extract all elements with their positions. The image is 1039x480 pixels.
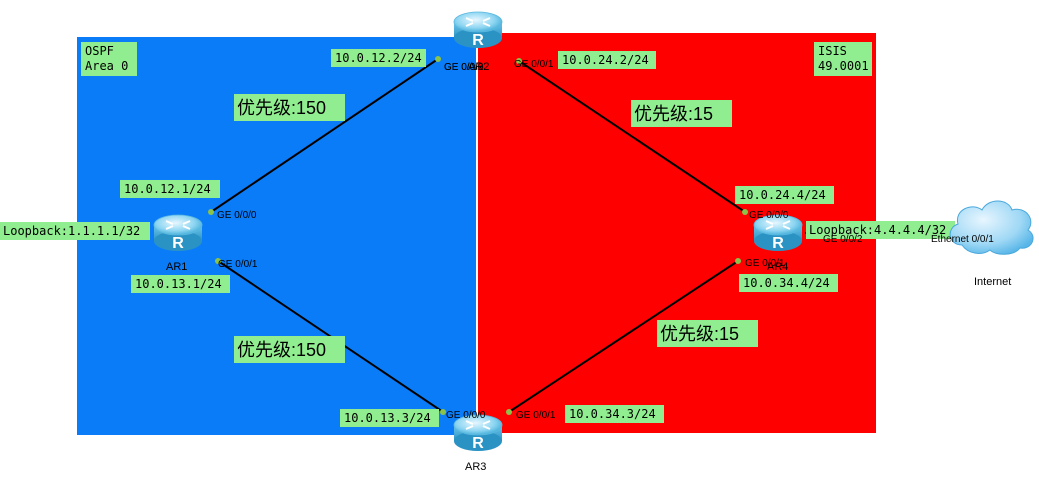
port-label-cloud-eth: Ethernet 0/0/1 xyxy=(931,234,994,245)
svg-text:10.0.13.1/24: 10.0.13.1/24 xyxy=(135,277,222,291)
port-dot-ar4-g1 xyxy=(735,258,741,264)
ip-label-ar1-12: 10.0.12.1/24 xyxy=(120,180,220,198)
port-label-ar3-g1: GE 0/0/1 xyxy=(516,410,556,421)
port-dot-ar3-g1 xyxy=(506,409,512,415)
port-dot-ar4-g0 xyxy=(742,209,748,215)
svg-text:10.0.12.2/24: 10.0.12.2/24 xyxy=(335,51,422,65)
svg-text:ISIS: ISIS xyxy=(818,44,847,58)
router-ar1[interactable]: R xyxy=(153,214,203,252)
port-dot-ar3-g0 xyxy=(440,409,446,415)
port-label-ar4-g2: GE 0/0/2 xyxy=(823,234,863,245)
port-label-ar1-g1: GE 0/0/1 xyxy=(218,259,258,270)
svg-text:优先级:150: 优先级:150 xyxy=(237,340,326,360)
port-label-ar2-g1: GE 0/0/1 xyxy=(514,59,554,70)
port-label-ar2-g0: GE 0/0/0 xyxy=(444,62,484,73)
svg-text:10.0.34.3/24: 10.0.34.3/24 xyxy=(569,407,656,421)
svg-text:10.0.13.3/24: 10.0.13.3/24 xyxy=(344,411,431,425)
port-label-ar2-g2: GE 0/0/2 xyxy=(444,62,484,73)
svg-text:10.0.34.4/24: 10.0.34.4/24 xyxy=(743,276,830,290)
port-label-ar4-g1: GE 0/0/1 xyxy=(745,258,785,269)
port-dot-ar1-g1 xyxy=(215,258,221,264)
router-ar3-name: AR3 xyxy=(465,461,486,473)
port-label-ar3-g0: GE 0/0/0 xyxy=(446,410,486,421)
svg-text:Area 0: Area 0 xyxy=(85,59,128,73)
link-ar3-ar4[interactable] xyxy=(508,260,739,413)
router-ar2[interactable]: R xyxy=(453,11,503,49)
router-arrows-icon xyxy=(465,17,491,27)
router-arrows-icon xyxy=(765,220,791,230)
internet-cloud-icon[interactable] xyxy=(949,200,1034,255)
ip-label-ar1-lo: Loopback:1.1.1.1/32 xyxy=(0,222,150,240)
router-ar4-name: AR4 xyxy=(767,261,788,273)
router-arrows-icon xyxy=(465,420,491,430)
link-ar1-ar2[interactable] xyxy=(210,58,439,213)
ospf-area-label: OSPF Area 0 xyxy=(81,42,137,76)
ip-label-ar3-13: 10.0.13.3/24 xyxy=(340,409,439,427)
router-arrows-icon xyxy=(165,220,191,230)
router-ar3-letter: R xyxy=(472,435,484,452)
router-ar1-letter: R xyxy=(172,235,184,252)
svg-text:优先级:15: 优先级:15 xyxy=(634,104,713,124)
port-label-ar4-g0: GE 0/0/0 xyxy=(749,210,789,221)
port-dot-ar1-g0 xyxy=(208,209,214,215)
router-ar4-letter: R xyxy=(772,235,784,252)
router-ar4[interactable]: R xyxy=(753,214,803,252)
router-ar2-name: AR2 xyxy=(468,61,489,73)
internet-name: Internet xyxy=(974,276,1011,288)
router-ar3[interactable]: R xyxy=(453,414,503,452)
ip-label-ar4-24: 10.0.24.4/24 xyxy=(735,186,834,204)
svg-text:优先级:150: 优先级:150 xyxy=(237,98,326,118)
svg-text:Loopback:1.1.1.1/32: Loopback:1.1.1.1/32 xyxy=(3,224,140,238)
ip-label-ar4-34: 10.0.34.4/24 xyxy=(739,274,838,292)
svg-text:10.0.24.2/24: 10.0.24.2/24 xyxy=(562,53,649,67)
priority-label-ar3-ar4: 优先级:15 xyxy=(657,320,758,347)
priority-label-ar1-ar2: 优先级:150 xyxy=(234,94,345,121)
svg-text:Loopback:4.4.4.4/32: Loopback:4.4.4.4/32 xyxy=(809,223,946,237)
svg-text:10.0.12.1/24: 10.0.12.1/24 xyxy=(124,182,211,196)
ip-label-ar3-34: 10.0.34.3/24 xyxy=(565,405,664,423)
router-ar1-name: AR1 xyxy=(166,261,187,273)
router-ar2-letter: R xyxy=(472,32,484,49)
priority-label-ar1-ar3: 优先级:150 xyxy=(234,336,345,363)
ip-label-ar2-24: 10.0.24.2/24 xyxy=(558,51,656,69)
svg-text:优先级:15: 优先级:15 xyxy=(660,324,739,344)
priority-label-ar2-ar4: 优先级:15 xyxy=(631,100,732,127)
port-dot-ar2-g2 xyxy=(435,56,441,62)
ip-label-ar4-lo: Loopback:4.4.4.4/32 xyxy=(806,221,955,239)
link-ar2-ar4[interactable] xyxy=(518,60,746,213)
port-label-ar1-g0: GE 0/0/0 xyxy=(217,210,257,221)
ip-label-ar1-13: 10.0.13.1/24 xyxy=(131,275,230,293)
port-dot-ar2-g1 xyxy=(516,58,522,64)
svg-text:OSPF: OSPF xyxy=(85,44,114,58)
isis-area-label: ISIS 49.0001 xyxy=(814,42,872,76)
ip-label-ar2-12: 10.0.12.2/24 xyxy=(331,49,426,67)
svg-text:10.0.24.4/24: 10.0.24.4/24 xyxy=(739,188,826,202)
svg-text:49.0001: 49.0001 xyxy=(818,59,869,73)
